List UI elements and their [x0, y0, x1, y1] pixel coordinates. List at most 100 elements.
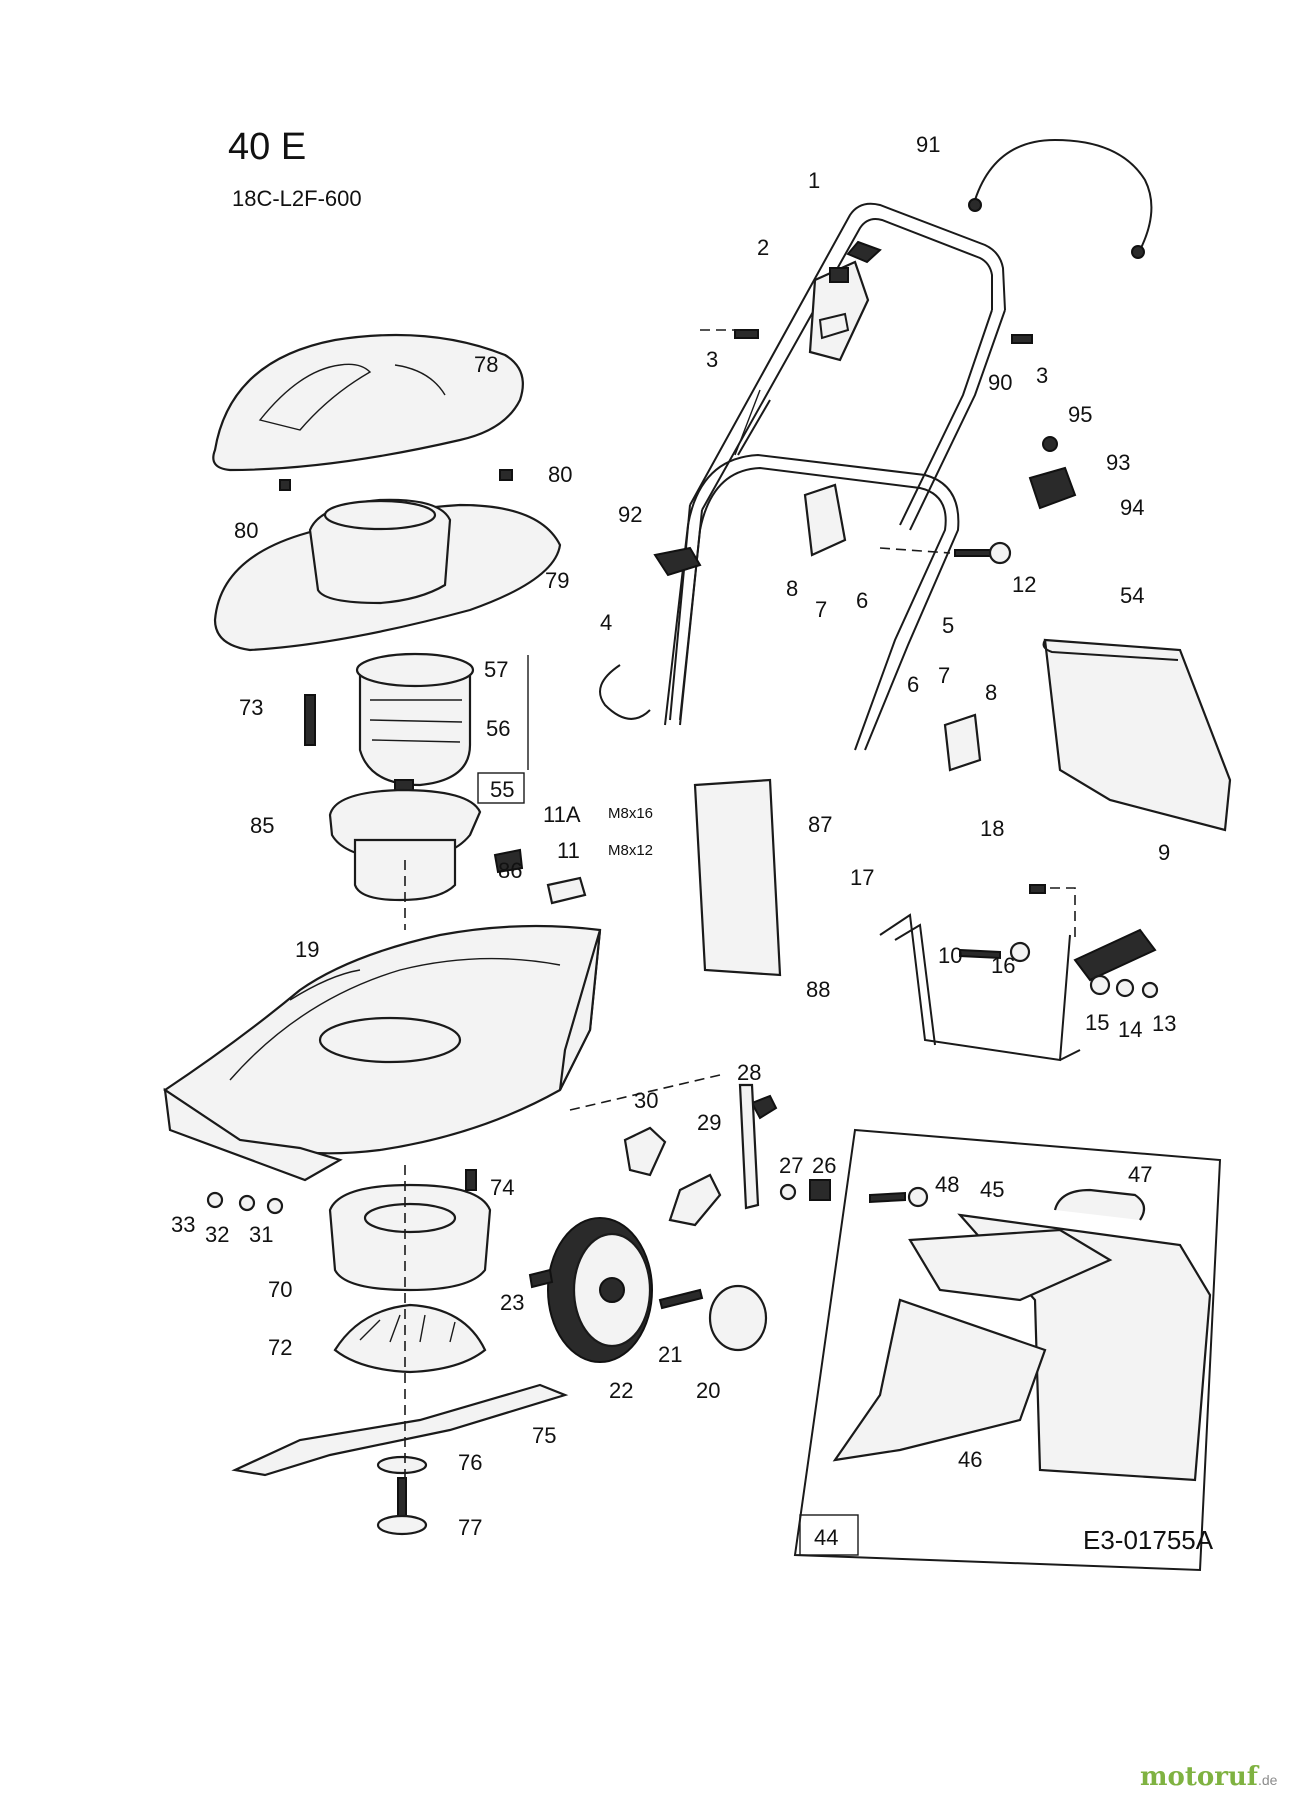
callout-label: 11A — [543, 802, 581, 827]
callout-label: 91 — [916, 132, 940, 157]
callout-label: 22 — [609, 1378, 633, 1403]
callout-label: 3 — [1036, 363, 1048, 388]
blade-bolt — [376, 1477, 428, 1536]
callout-label: 77 — [458, 1515, 482, 1540]
callout-label: 79 — [545, 568, 569, 593]
callout-label: 56 — [486, 716, 510, 741]
fan-housing — [328, 1183, 492, 1292]
wheel — [547, 1217, 653, 1363]
callout-label: 30 — [634, 1088, 658, 1113]
mower-deck — [163, 924, 602, 1182]
callout-label: 23 — [500, 1290, 524, 1315]
upper-handle — [689, 202, 1006, 511]
fan — [333, 1303, 487, 1374]
brand-watermark: motoruf.de — [1140, 1762, 1277, 1792]
callout-label: 18 — [980, 816, 1004, 841]
wheel-axle-bolt — [658, 1288, 704, 1310]
callout-label: 95 — [1068, 402, 1092, 427]
catcher-frame — [879, 913, 1157, 1062]
callout-label: 44 — [814, 1525, 838, 1550]
callout-label: 20 — [696, 1378, 720, 1403]
callout-label: 10 — [938, 943, 962, 968]
flap-plate — [693, 778, 782, 977]
callout-label: 14 — [1118, 1017, 1142, 1042]
callout-label: 1 — [808, 168, 820, 193]
spring-clip — [599, 664, 651, 720]
callout-label: 11 — [557, 838, 580, 863]
bolt-size-label: M8x12 — [608, 842, 653, 859]
callout-label: 86 — [498, 858, 522, 883]
callout-label: 5 — [942, 613, 954, 638]
callout-label: 2 — [757, 235, 769, 260]
callout-label: 19 — [295, 937, 319, 962]
callout-label: 4 — [600, 610, 612, 635]
callout-label: 15 — [1085, 1010, 1109, 1035]
callout-label: 93 — [1106, 450, 1130, 475]
bolt-size-label: M8x16 — [608, 805, 653, 822]
handle-clamp — [653, 546, 702, 577]
deck-fasteners — [206, 1169, 477, 1215]
callout-label: 12 — [1012, 572, 1036, 597]
callout-label: 33 — [171, 1212, 195, 1237]
cable-clip — [1028, 436, 1077, 510]
callout-label: 17 — [850, 865, 874, 890]
callout-label: 54 — [1120, 583, 1144, 608]
callout-label: 94 — [1120, 495, 1144, 520]
blade-washer — [376, 1455, 428, 1475]
callout-label: 70 — [268, 1277, 292, 1302]
callout-label: 87 — [808, 812, 832, 837]
callout-label: 72 — [268, 1335, 292, 1360]
callout-label: 7 — [815, 597, 827, 622]
part-number: 18C-L2F-600 — [232, 186, 362, 211]
callout-label: 55 — [490, 777, 514, 802]
callout-label: 76 — [458, 1450, 482, 1475]
callout-label: 46 — [958, 1447, 982, 1472]
callout-label: 9 — [1158, 840, 1170, 865]
wing-knob — [803, 483, 982, 772]
switch-box — [808, 260, 870, 362]
callout-label: 48 — [935, 1172, 959, 1197]
callout-label: 47 — [1128, 1162, 1152, 1187]
motor-assembly-box — [477, 772, 525, 804]
callout-label: 28 — [737, 1060, 761, 1085]
top-cover — [212, 333, 524, 472]
callout-label: 80 — [234, 518, 258, 543]
cable — [968, 138, 1153, 259]
callout-label: 78 — [474, 352, 498, 377]
model-title: 40 E — [228, 126, 307, 168]
callout-label: 57 — [484, 657, 508, 682]
frame-fasteners — [959, 884, 1159, 999]
callout-label: 21 — [658, 1342, 682, 1367]
rear-flap — [1042, 638, 1232, 832]
callout-label: 6 — [856, 588, 868, 613]
callout-label: 31 — [249, 1222, 273, 1247]
callout-label: 8 — [786, 576, 798, 601]
grass-catcher-inset — [793, 1128, 1222, 1572]
electric-motor — [355, 652, 475, 801]
callout-label: 32 — [205, 1222, 229, 1247]
callout-label: 88 — [806, 977, 830, 1002]
callout-label: 29 — [697, 1110, 721, 1135]
hub-cap — [708, 1284, 768, 1352]
brand-suffix: .de — [1258, 1772, 1278, 1788]
callout-label: 80 — [548, 462, 572, 487]
callout-label: 45 — [980, 1177, 1004, 1202]
callout-label: 75 — [532, 1423, 556, 1448]
callout-label: 8 — [985, 680, 997, 705]
callout-label: 27 — [779, 1153, 803, 1178]
height-adjust — [623, 1083, 831, 1227]
callout-label: 6 — [907, 672, 919, 697]
brand-name: motoruf — [1140, 1762, 1258, 1792]
callout-label: 92 — [618, 502, 642, 527]
document-reference: E3-01755A — [1083, 1525, 1214, 1555]
motor-housing — [213, 469, 562, 652]
callout-label: 13 — [1152, 1011, 1176, 1036]
callout-label: 74 — [490, 1175, 514, 1200]
callout-label: 16 — [991, 953, 1015, 978]
blade — [231, 1383, 569, 1477]
handle-screws — [734, 329, 1033, 565]
callout-label: 3 — [706, 347, 718, 372]
